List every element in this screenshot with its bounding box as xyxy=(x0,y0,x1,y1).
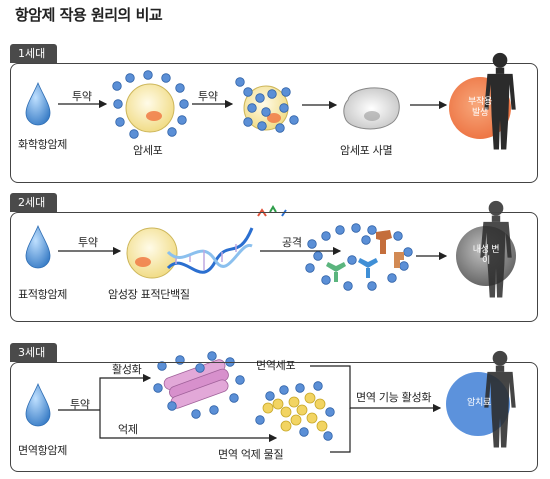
gen1-arrow2-label: 투약 xyxy=(198,90,218,103)
gen2-attack-label: 공격 xyxy=(282,236,302,249)
gen3-arrow-suppress xyxy=(99,410,278,443)
gen3-drop-icon xyxy=(25,382,51,427)
gen2-effect-label: 내성 변이 xyxy=(472,245,500,266)
gen1-dead-label: 암세포 사멸 xyxy=(340,144,393,157)
gen3-activate-label: 활성화 xyxy=(112,363,142,376)
gen2-target-marker-icon xyxy=(257,205,287,217)
gen3-suppress-material-label: 면역 억제 물질 xyxy=(218,448,284,461)
gen3-arrow-label: 투약 xyxy=(70,398,90,411)
panel-gen3 xyxy=(10,362,538,472)
gen3-immune-cell-icon xyxy=(153,351,245,419)
gen3-effect-label: 암치료 xyxy=(467,398,491,408)
gen1-arrow1-label: 투약 xyxy=(72,90,92,103)
gen3-arrow-inhibit xyxy=(330,408,351,453)
gen2-arrow1-label: 투약 xyxy=(78,236,98,249)
gen2-drop-icon xyxy=(25,224,51,269)
gen3-result-label: 면역 기능 활성화 xyxy=(356,391,432,404)
gen3-suppress-label: 억제 xyxy=(118,423,138,436)
gen2-cancer-cell-icon xyxy=(126,227,178,279)
gen1-attacked-cell-icon xyxy=(235,77,299,133)
tab-gen1: 1세대 xyxy=(10,44,58,63)
gen2-protein-label: 암성장 표적단백질 xyxy=(108,288,190,301)
gen1-cancer-cell-icon xyxy=(112,70,189,139)
gen3-drug-label: 면역항암제 xyxy=(18,444,68,457)
gen2-drug-label: 표적항암제 xyxy=(18,288,68,301)
gen2-dna-helix-icon xyxy=(166,227,254,274)
gen2-antibody-protein-icon xyxy=(305,223,413,291)
tab-gen3: 3세대 xyxy=(10,343,58,362)
tab-gen2: 2세대 xyxy=(10,193,58,212)
gen1-drop-icon xyxy=(25,81,51,126)
gen3-arrow-activate xyxy=(99,373,152,410)
panel-gen2 xyxy=(10,212,538,322)
gen1-effect-label: 부작용 발생 xyxy=(468,97,492,118)
page-title: 항암제 작용 원리의 비교 xyxy=(15,6,163,24)
gen3-immune-cell-label: 면역세포 xyxy=(256,359,296,372)
gen1-dead-cell-icon xyxy=(343,87,400,130)
gen3-suppressor-chain-icon xyxy=(255,381,335,441)
gen3-arrow-immune xyxy=(310,365,442,413)
gen1-drug-label: 화학항암제 xyxy=(18,138,68,151)
gen1-cell-label: 암세포 xyxy=(133,144,163,157)
